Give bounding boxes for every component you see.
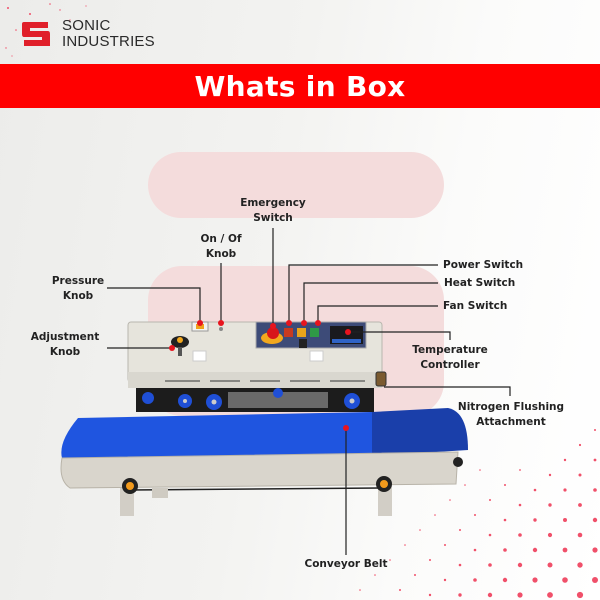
brand-logo: SONIC INDUSTRIES bbox=[20, 18, 155, 50]
title-banner: Whats in Box bbox=[0, 64, 600, 108]
brand-name-line1: SONIC bbox=[62, 17, 111, 34]
callout-fan-switch: Fan Switch bbox=[443, 300, 508, 312]
callout-emergency-switch: Emergency Switch bbox=[240, 197, 306, 224]
callout-adjustment-knob: Adjustment Knob bbox=[30, 331, 100, 358]
background-pill-top bbox=[148, 152, 444, 218]
brand-name-line2: INDUSTRIES bbox=[62, 33, 155, 50]
callout-conveyor-belt: Conveyor Belt bbox=[304, 558, 388, 570]
callout-power-switch: Power Switch bbox=[443, 259, 524, 271]
brand-name: SONIC INDUSTRIES bbox=[62, 18, 155, 50]
callout-on-off-knob: On / Of Knob bbox=[200, 233, 242, 260]
sonic-s-logo-icon bbox=[20, 18, 52, 50]
callout-pressure-knob: Pressure Knob bbox=[51, 275, 105, 302]
callout-temperature-controller: Temperature Controller bbox=[412, 344, 488, 371]
callout-nitrogen-flushing-attachment: Nitrogen Flushing Attachment bbox=[457, 401, 565, 428]
page-title: Whats in Box bbox=[194, 69, 406, 103]
callout-heat-switch: Heat Switch bbox=[444, 277, 516, 289]
